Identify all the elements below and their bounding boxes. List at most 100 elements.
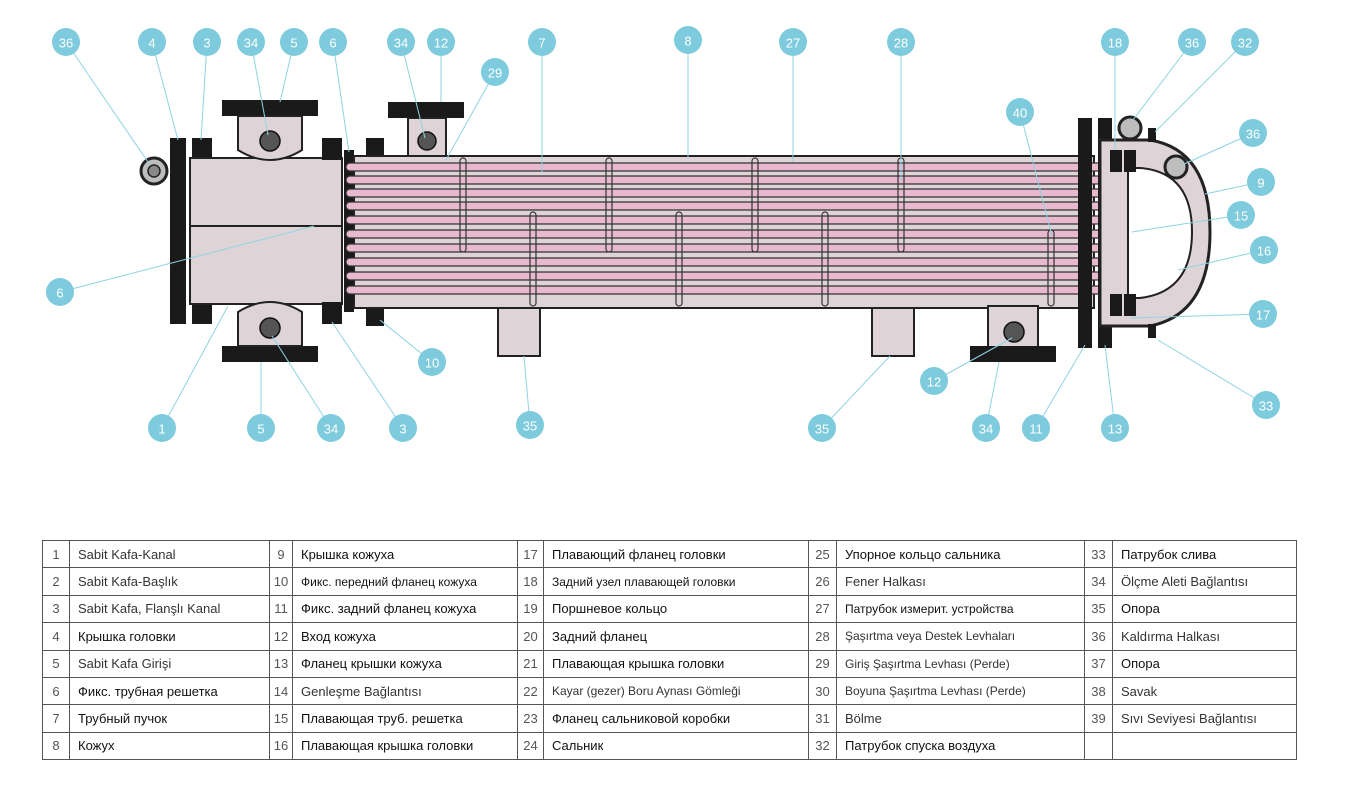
- part-number: 1: [42, 539, 70, 569]
- part-label: Sabit Kafa, Flanşlı Kanal: [69, 594, 270, 624]
- part-label: Поршневое кольцо: [543, 594, 809, 624]
- part-label: Плавающая крышка головки: [292, 731, 518, 761]
- callout-34: 34: [387, 28, 415, 56]
- callout-3: 3: [193, 28, 221, 56]
- part-label: Задний фланец: [543, 622, 809, 651]
- leader-lines: [59, 40, 1267, 429]
- callout-12: 12: [427, 28, 455, 56]
- part-label: Трубный пучок: [69, 704, 270, 733]
- callout-18: 18: [1101, 28, 1129, 56]
- part-label: Şaşırtma veya Destek Levhaları: [836, 622, 1085, 651]
- part-label: Крышка головки: [69, 622, 270, 651]
- callout-5: 5: [247, 414, 275, 442]
- svg-text:29: 29: [488, 66, 502, 81]
- callout-28: 28: [887, 28, 915, 56]
- svg-text:34: 34: [324, 422, 338, 437]
- callout-35: 35: [516, 411, 544, 439]
- svg-text:40: 40: [1013, 106, 1027, 121]
- tube-bundle: [345, 162, 1137, 295]
- part-label: [1112, 731, 1297, 761]
- callout-12: 12: [920, 367, 948, 395]
- part-label: Опора: [1112, 594, 1297, 624]
- part-number: [1084, 731, 1113, 761]
- callout-36: 36: [1239, 119, 1267, 147]
- part-label: Сальник: [543, 731, 809, 761]
- part-label: Фикс. задний фланец кожуха: [292, 594, 518, 624]
- part-number: 12: [269, 622, 293, 651]
- part-label: Ölçme Aleti Bağlantısı: [1112, 567, 1297, 596]
- callout-16: 16: [1250, 236, 1278, 264]
- part-label: Savak: [1112, 676, 1297, 706]
- part-number: 30: [808, 676, 837, 706]
- svg-text:3: 3: [399, 422, 406, 437]
- callout-13: 13: [1101, 414, 1129, 442]
- svg-text:4: 4: [148, 36, 155, 51]
- part-label: Fener Halkası: [836, 567, 1085, 596]
- part-label: Фланец сальниковой коробки: [543, 704, 809, 733]
- svg-text:6: 6: [56, 286, 63, 301]
- callout-5: 5: [280, 28, 308, 56]
- callout-34: 34: [972, 414, 1000, 442]
- svg-text:5: 5: [290, 36, 297, 51]
- part-number: 21: [517, 649, 544, 678]
- callout-15: 15: [1227, 201, 1255, 229]
- part-label: Kaldırma Halkası: [1112, 622, 1297, 651]
- part-label: Патрубок слива: [1112, 539, 1297, 569]
- channel-body: [189, 157, 343, 305]
- callout-7: 7: [528, 28, 556, 56]
- part-number: 6: [42, 676, 70, 706]
- svg-text:28: 28: [894, 36, 908, 51]
- part-label: Плавающий фланец головки: [543, 539, 809, 569]
- part-number: 22: [517, 676, 544, 706]
- part-label: Патрубок измерит. устройства: [836, 594, 1085, 624]
- part-label: Sabit Kafa-Başlık: [69, 567, 270, 596]
- callout-36: 36: [1178, 28, 1206, 56]
- shell-rear-flange: [1078, 118, 1092, 348]
- part-label: Sabit Kafa-Kanal: [69, 539, 270, 569]
- part-label: Sabit Kafa Girişi: [69, 649, 270, 678]
- callout-3: 3: [389, 414, 417, 442]
- part-label: Вход кожуха: [292, 622, 518, 651]
- part-number: 5: [42, 649, 70, 678]
- part-number: 11: [269, 594, 293, 624]
- svg-text:36: 36: [1185, 36, 1199, 51]
- part-number: 16: [269, 731, 293, 761]
- svg-text:10: 10: [425, 356, 439, 371]
- callout-6: 6: [46, 278, 74, 306]
- shell-inlet-gauge: [417, 131, 437, 151]
- callout-1: 1: [148, 414, 176, 442]
- callout-34: 34: [237, 28, 265, 56]
- part-number: 18: [517, 567, 544, 596]
- part-label: Задний узел плавающей головки: [543, 567, 809, 596]
- part-number: 34: [1084, 567, 1113, 596]
- gauge-connection-top: [259, 130, 281, 152]
- svg-text:1: 1: [158, 422, 165, 437]
- part-number: 13: [269, 649, 293, 678]
- part-number: 10: [269, 567, 293, 596]
- svg-text:13: 13: [1108, 422, 1122, 437]
- part-label: Опора: [1112, 649, 1297, 678]
- part-number: 36: [1084, 622, 1113, 651]
- svg-text:27: 27: [786, 36, 800, 51]
- svg-text:18: 18: [1108, 36, 1122, 51]
- part-number: 2: [42, 567, 70, 596]
- part-label: Крышка кожуха: [292, 539, 518, 569]
- part-label: Giriş Şaşırtma Levhası (Perde): [836, 649, 1085, 678]
- part-label: Sıvı Seviyesi Bağlantısı: [1112, 704, 1297, 733]
- svg-text:3: 3: [203, 36, 210, 51]
- callout-36: 36: [52, 28, 80, 56]
- part-label: Фланец крышки кожуха: [292, 649, 518, 678]
- svg-text:36: 36: [1246, 127, 1260, 142]
- callout-11: 11: [1022, 414, 1050, 442]
- svg-text:34: 34: [394, 36, 408, 51]
- part-label: Genleşme Bağlantısı: [292, 676, 518, 706]
- part-label: Плавающая труб. решетка: [292, 704, 518, 733]
- svg-text:33: 33: [1259, 399, 1273, 414]
- svg-text:6: 6: [329, 36, 336, 51]
